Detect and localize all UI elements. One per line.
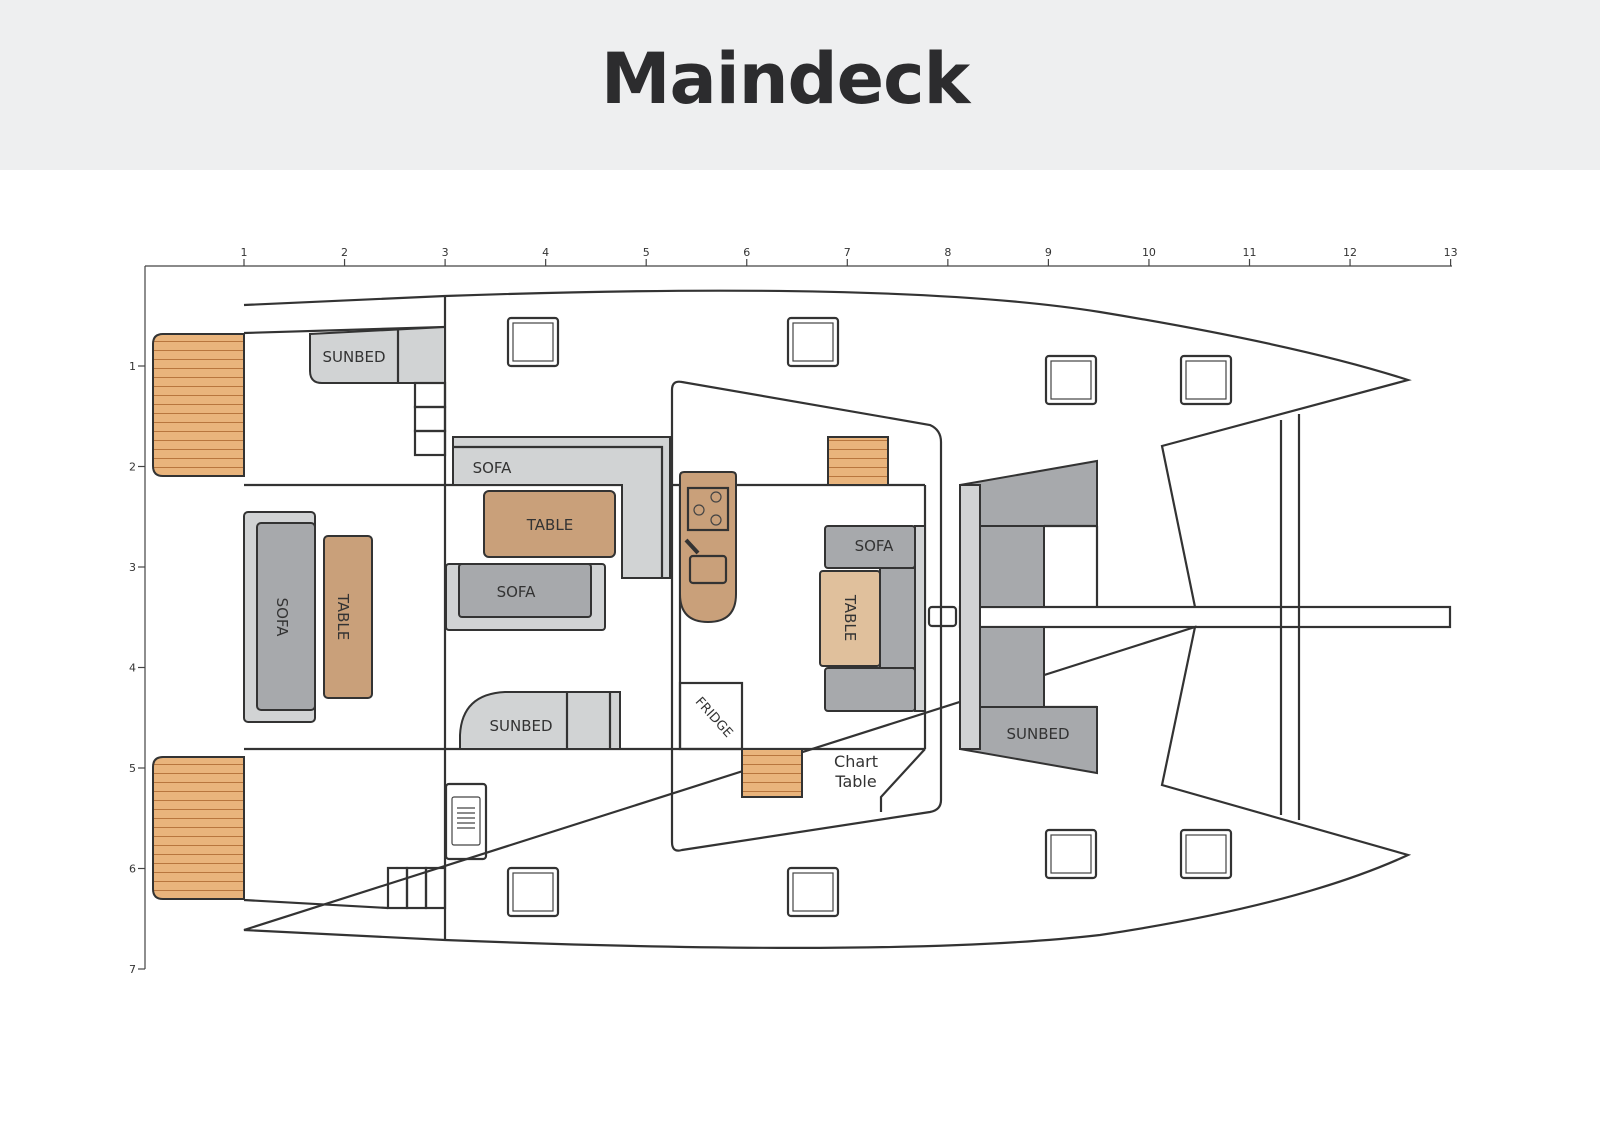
stove-icon	[686, 486, 730, 532]
hatch	[1179, 828, 1233, 880]
saloon-sofa: SOFA	[824, 525, 926, 712]
page-title: Maindeck	[600, 38, 970, 120]
cockpit-table: TABLE	[483, 490, 616, 558]
longitudinal-beam	[958, 605, 1452, 629]
hatch	[506, 866, 560, 918]
ruler-y-label: 3	[129, 561, 136, 574]
aft-sofa: SOFA	[243, 511, 316, 723]
step-teak	[827, 436, 889, 486]
table-label: TABLE	[334, 593, 352, 640]
table-label: TABLE	[526, 516, 573, 534]
forward-cockpit: SUNBED	[959, 459, 1099, 775]
cockpit-sunbed: SUNBED	[459, 691, 621, 750]
ruler-x-label: 4	[542, 246, 549, 259]
sunbed-label: SUNBED	[1006, 725, 1069, 743]
fridge-label: FRIDGE	[692, 695, 736, 741]
swim-platform-teak	[152, 756, 245, 900]
chart-table-label: Table	[834, 772, 876, 791]
ruler-y-label: 2	[129, 461, 136, 474]
aft-table: TABLE	[323, 535, 373, 699]
galley-counter	[679, 471, 737, 624]
hatch	[1044, 828, 1098, 880]
table-label: TABLE	[841, 594, 859, 641]
ruler-x-label: 10	[1142, 246, 1156, 259]
step-teak	[741, 748, 803, 798]
faucet-icon	[684, 538, 700, 555]
ruler-y-label: 6	[129, 863, 136, 876]
header-band: Maindeck	[0, 0, 1600, 170]
ruler-y-label: 1	[129, 360, 136, 373]
ruler-y-label: 5	[129, 762, 136, 775]
door-latch	[927, 605, 958, 628]
ruler-x-label: 12	[1343, 246, 1357, 259]
ruler-x-label: 11	[1243, 246, 1257, 259]
sofa-label: SOFA	[473, 459, 513, 477]
hatch	[786, 316, 840, 368]
ruler-y-label: 4	[129, 662, 136, 675]
sofa-label: SOFA	[497, 583, 537, 601]
grill-unit	[444, 782, 488, 861]
sofa-l-shaped: SOFA	[452, 436, 671, 579]
chart-table: Chart Table	[834, 748, 926, 812]
ruler-x-label: 8	[944, 246, 951, 259]
hatches	[506, 316, 1233, 918]
ruler-x-label: 6	[743, 246, 750, 259]
cockpit-sofa: SOFA	[445, 563, 606, 631]
steps	[386, 866, 447, 910]
ruler-x-label: 1	[241, 246, 248, 259]
sunbed-aft: SUNBED	[309, 325, 446, 384]
ruler-x-label: 5	[643, 246, 650, 259]
fridge: FRIDGE	[678, 681, 744, 751]
saloon-table: TABLE	[819, 570, 881, 667]
sofa-label: SOFA	[855, 537, 895, 555]
deck-line	[243, 898, 389, 910]
ruler-x-label: 9	[1045, 246, 1052, 259]
hatch	[1179, 354, 1233, 406]
ruler-x-label: 3	[442, 246, 449, 259]
sofa-label: SOFA	[273, 598, 291, 638]
sink-icon	[688, 554, 728, 585]
sunbed-label: SUNBED	[322, 348, 385, 366]
steps	[413, 381, 447, 457]
hatch	[1044, 354, 1098, 406]
ruler-y-label: 7	[129, 963, 136, 976]
ruler-x-label: 13	[1444, 246, 1458, 259]
swim-platform-teak	[152, 333, 245, 477]
hull-outline	[243, 289, 1412, 949]
hatch	[786, 866, 840, 918]
saloon-roof	[670, 380, 943, 852]
hatch	[506, 316, 560, 368]
ruler-x-label: 2	[341, 246, 348, 259]
ruler-x-label: 7	[844, 246, 851, 259]
sunbed-label: SUNBED	[489, 717, 552, 735]
chart-table-label: Chart	[834, 752, 878, 771]
